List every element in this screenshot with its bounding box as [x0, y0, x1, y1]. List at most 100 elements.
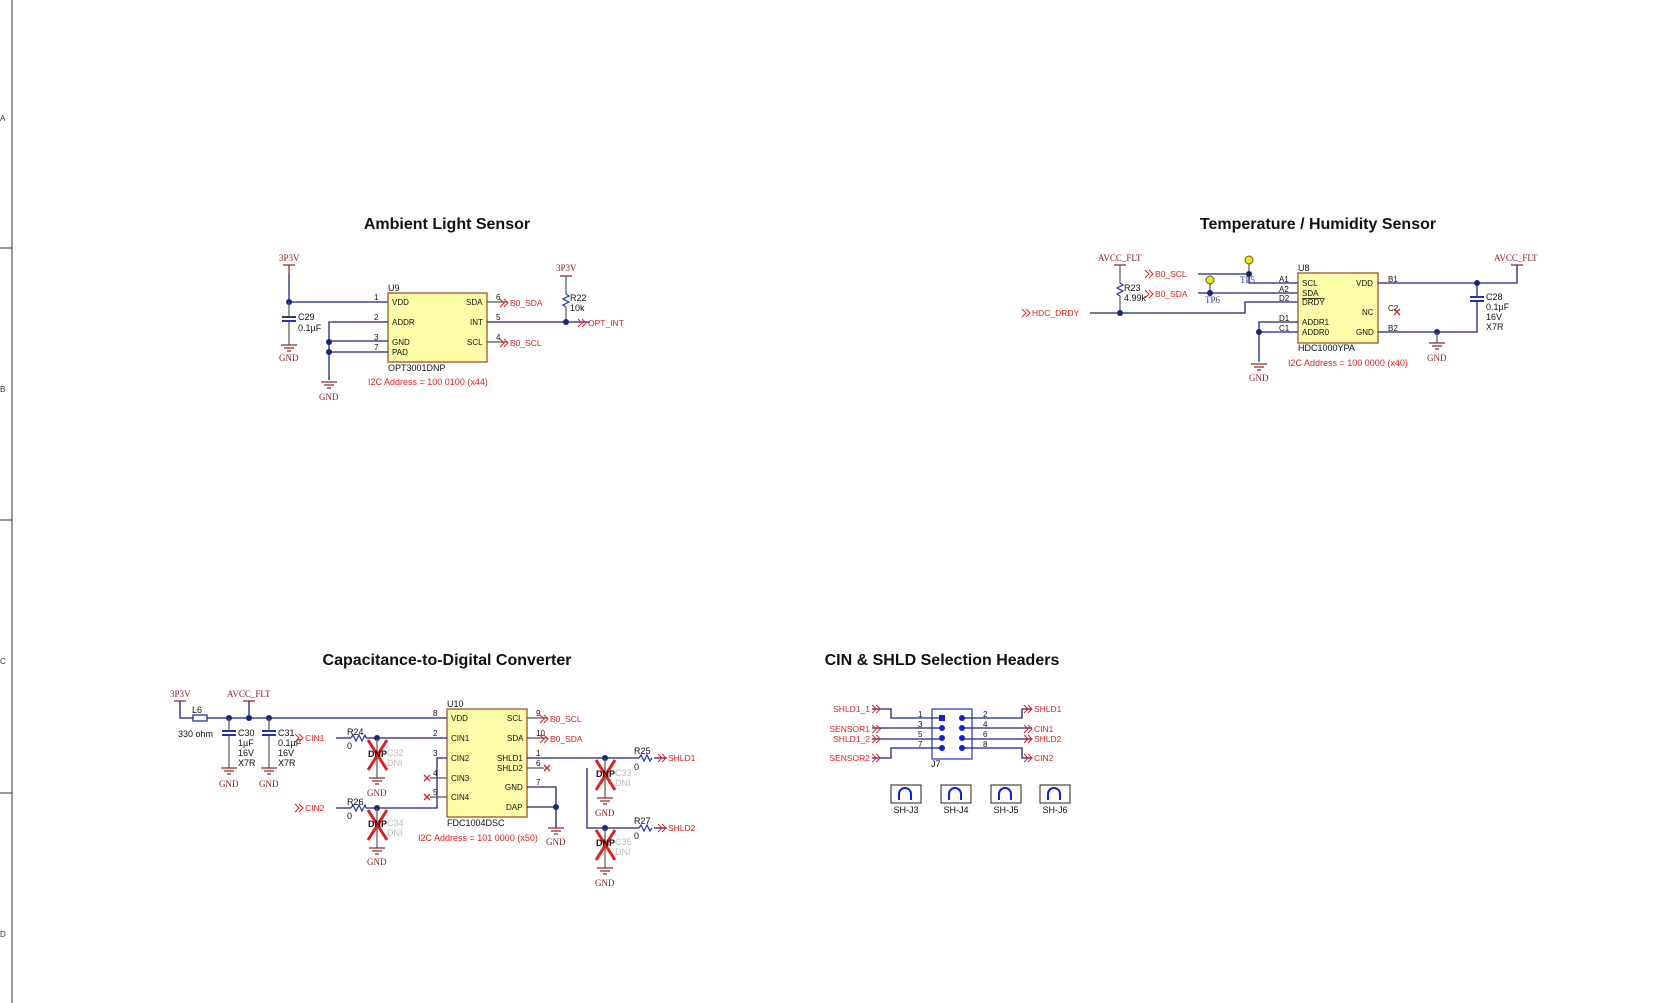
- net-b0-sda: B0_SDA: [510, 298, 543, 308]
- ambient-light-sensor-block: Ambient Light Sensor 3P3V GND C29 0.1µF …: [279, 216, 624, 402]
- net-port-arrow-icon: [1021, 308, 1031, 318]
- net-port-arrow-icon: [871, 704, 881, 714]
- shunt-jumpers: [890, 784, 1071, 804]
- pin-name: GND: [505, 783, 523, 792]
- u9-refdes: U9: [388, 283, 400, 293]
- net-port-arrow-icon: [1023, 734, 1033, 744]
- pin-number: 4: [433, 769, 438, 778]
- pin-number: C1: [1279, 324, 1290, 333]
- net-port-arrow-icon: [539, 734, 549, 744]
- pin-number: 1: [918, 710, 923, 719]
- pin-number: 2: [433, 729, 438, 738]
- net-port-arrow-icon: [499, 338, 509, 348]
- c32-ref: C32: [387, 748, 404, 758]
- j7-refdes: J7: [931, 759, 941, 769]
- pin-number: 3: [918, 720, 923, 729]
- net-port-arrow-icon: [657, 823, 667, 833]
- net-b0-sda: B0_SDA: [550, 734, 583, 744]
- net-port-arrow-icon: [657, 753, 667, 763]
- pin-number: 6: [496, 293, 501, 302]
- c35-ref: C35: [615, 837, 632, 847]
- pin-name: PAD: [392, 348, 408, 357]
- gnd-label: GND: [595, 878, 615, 888]
- r24-value: 0: [347, 741, 352, 751]
- pin-number: 5: [918, 730, 923, 739]
- section-title-headers: CIN & SHLD Selection Headers: [825, 652, 1060, 669]
- border-row-a: A: [0, 114, 6, 123]
- pin-number: 7: [536, 778, 541, 787]
- pin-number: 6: [983, 730, 988, 739]
- selection-headers-block: CIN & SHLD Selection Headers J7 1 3 5 7 …: [825, 652, 1071, 815]
- u8-ic-body: [1297, 272, 1379, 344]
- sheet-border: A B C D: [0, 0, 13, 1003]
- c29-ref: C29: [298, 312, 315, 322]
- net-port-arrow-icon: [1023, 753, 1033, 763]
- dni-label: DNI: [615, 778, 631, 788]
- dnp-label: DNP: [596, 769, 615, 779]
- pin-name: GND: [1356, 328, 1374, 337]
- jumper-label: SH-J6: [1042, 805, 1067, 815]
- net-port-arrow-icon: [1144, 289, 1154, 299]
- no-connect-icon: [423, 774, 431, 801]
- test-point-tp5: [1244, 255, 1254, 265]
- net-hdc-drdy: HDC_DRDY: [1032, 308, 1080, 318]
- net-b0-scl: B0_SCL: [550, 714, 582, 724]
- tp5-label: TP5: [1240, 275, 1256, 285]
- net-label: SENSOR1: [829, 724, 870, 734]
- pin-number: 10: [536, 729, 545, 738]
- net-port-arrow-icon: [499, 298, 509, 308]
- pin-number: A2: [1279, 285, 1289, 294]
- net-port-arrow-icon: [871, 753, 881, 763]
- pin-name: SCL: [467, 338, 483, 347]
- u9-part: OPT3001DNP: [388, 363, 446, 373]
- r26-value: 0: [347, 811, 352, 821]
- pin-name: VDD: [1356, 279, 1373, 288]
- c28-dielectric: X7R: [1486, 322, 1504, 332]
- gnd-label: GND: [319, 392, 339, 402]
- pin-name: DAP: [506, 803, 522, 812]
- pin-number: 2: [983, 710, 988, 719]
- pin-name: ADDR: [392, 318, 415, 327]
- net-opt-int: OPT_INT: [588, 318, 624, 328]
- power-avcc-flt: AVCC_FLT: [227, 689, 271, 699]
- u8-part: HDC1000YPA: [1298, 343, 1355, 353]
- pin-name: SCL: [507, 714, 523, 723]
- r22-value: 10k: [570, 303, 585, 313]
- gnd-label: GND: [595, 808, 615, 818]
- gnd-label: GND: [367, 857, 387, 867]
- pin-name: NC: [1362, 308, 1374, 317]
- r24-ref: R24: [347, 727, 364, 737]
- section-title-temp: Temperature / Humidity Sensor: [1200, 216, 1436, 233]
- dnp-label: DNP: [368, 819, 387, 829]
- pin-name: SCL: [1302, 279, 1318, 288]
- pin-name: CIN2: [451, 754, 470, 763]
- inductor-l6: [192, 714, 208, 722]
- r26-ref: R26: [347, 797, 364, 807]
- c30-value: 1µF: [238, 738, 254, 748]
- c31-voltage: 16V: [278, 748, 294, 758]
- pin-name: INT: [470, 318, 483, 327]
- pin-name: VDD: [392, 298, 409, 307]
- test-point-tp6: [1205, 275, 1215, 285]
- pin-name: ADDR1: [1302, 318, 1330, 327]
- pin-number: 1: [374, 293, 379, 302]
- c30-voltage: 16V: [238, 748, 254, 758]
- net-port-arrow-icon: [294, 733, 304, 743]
- net-label: SHLD1: [1034, 704, 1062, 714]
- power-avcc-flt: AVCC_FLT: [1098, 253, 1142, 263]
- net-label: SENSOR2: [829, 753, 870, 763]
- r27-ref: R27: [634, 816, 651, 826]
- ground-icon: [369, 777, 385, 855]
- jumper-label: SH-J3: [893, 805, 918, 815]
- u10-ic-body: [446, 708, 528, 818]
- c28-voltage: 16V: [1486, 312, 1502, 322]
- border-row-c: C: [0, 657, 6, 666]
- r25-value: 0: [634, 762, 639, 772]
- dnp-x-mark: [594, 759, 617, 861]
- jumper-label: SH-J5: [993, 805, 1018, 815]
- pin-number: 9: [536, 709, 541, 718]
- pin-number: 7: [374, 343, 379, 352]
- r27-value: 0: [634, 831, 639, 841]
- ground-icon: [221, 767, 277, 775]
